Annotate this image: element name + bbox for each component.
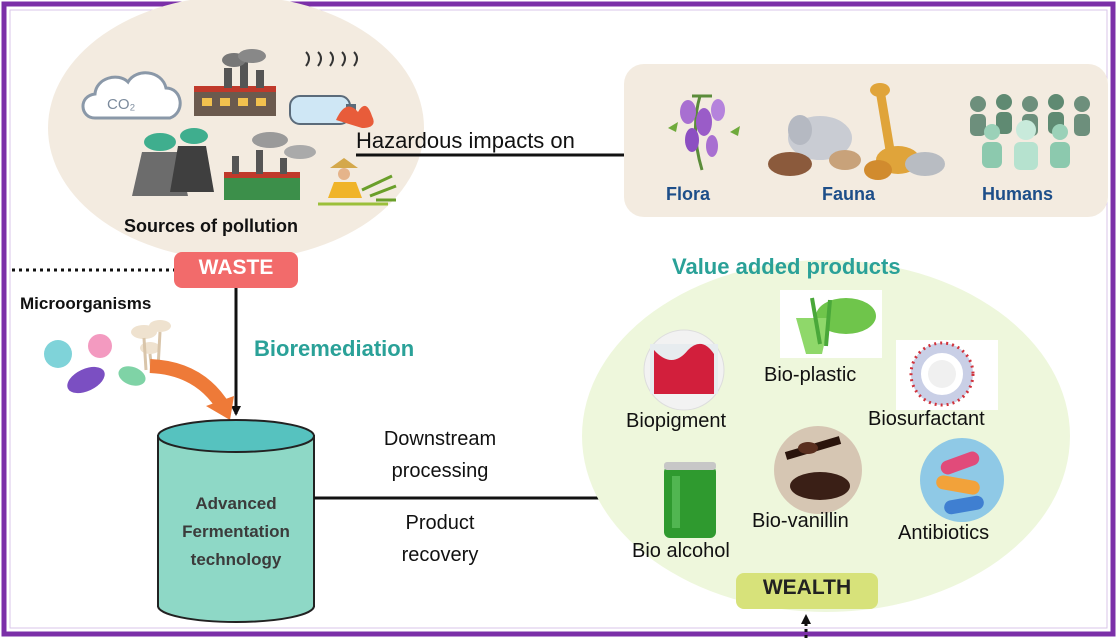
product-label-bioplastic: Bio-plastic: [764, 364, 857, 386]
fermenter-line3: technology: [190, 550, 282, 569]
fermenter-cylinder: [157, 419, 315, 623]
waste-box: [174, 252, 298, 288]
downstream-line4: recovery: [401, 544, 479, 566]
humans-icon: [970, 94, 1090, 170]
bioremediation-label: Bioremediation: [254, 336, 415, 361]
flora-label: Flora: [666, 184, 711, 204]
microorganisms-label: Microorganisms: [20, 294, 152, 313]
microbe-feed-arrow: [149, 359, 231, 412]
fermenter-line1: Advanced: [195, 494, 277, 513]
hazardous-impacts-label: Hazardous impacts on: [356, 128, 575, 153]
product-label-bio-alcohol: Bio alcohol: [632, 540, 730, 562]
product-label-bio-vanillin: Bio-vanillin: [752, 510, 849, 532]
factory-icon: [194, 49, 276, 116]
bio-vanillin-icon: [774, 426, 862, 514]
waste-bottle-icon: [289, 51, 374, 128]
biopigment-icon: [643, 329, 725, 411]
bio-alcohol-icon: [664, 462, 716, 538]
microbe-feed-arrowhead: [206, 396, 234, 420]
wealth-label: WEALTH: [762, 576, 852, 599]
inner-frame: [9, 9, 1108, 629]
fauna-icon: [768, 83, 945, 180]
value-added-title: Value added products: [672, 254, 901, 279]
microorganisms-icon: [44, 320, 171, 394]
green-factory-icon: [224, 132, 316, 200]
product-label-antibiotics: Antibiotics: [898, 522, 990, 544]
co2-cloud-icon: [81, 71, 182, 120]
fermenter-line2: Fermentation: [182, 522, 290, 541]
downstream-line1: Downstream: [383, 428, 497, 450]
antibiotics-icon: [920, 438, 1004, 522]
waste-label: WASTE: [198, 256, 274, 279]
wealth-box: [736, 573, 878, 609]
sources-of-pollution-label: Sources of pollution: [124, 216, 298, 236]
humans-label: Humans: [982, 184, 1054, 204]
product-label-biopigment: Biopigment: [626, 410, 727, 432]
flora-icon: [668, 94, 740, 171]
farmer-icon: [318, 158, 397, 206]
co2-label: CO₂: [107, 96, 136, 113]
downstream-line2: processing: [391, 460, 489, 482]
biosurfactant-icon: [896, 340, 998, 410]
downstream-line3: Product: [405, 512, 475, 534]
impacts-panel: [624, 64, 1108, 217]
bioplastic-icon: [780, 290, 882, 358]
cooling-towers-icon: [132, 128, 214, 196]
fauna-label: Fauna: [822, 184, 876, 204]
product-label-biosurfactant: Biosurfactant: [868, 408, 985, 430]
